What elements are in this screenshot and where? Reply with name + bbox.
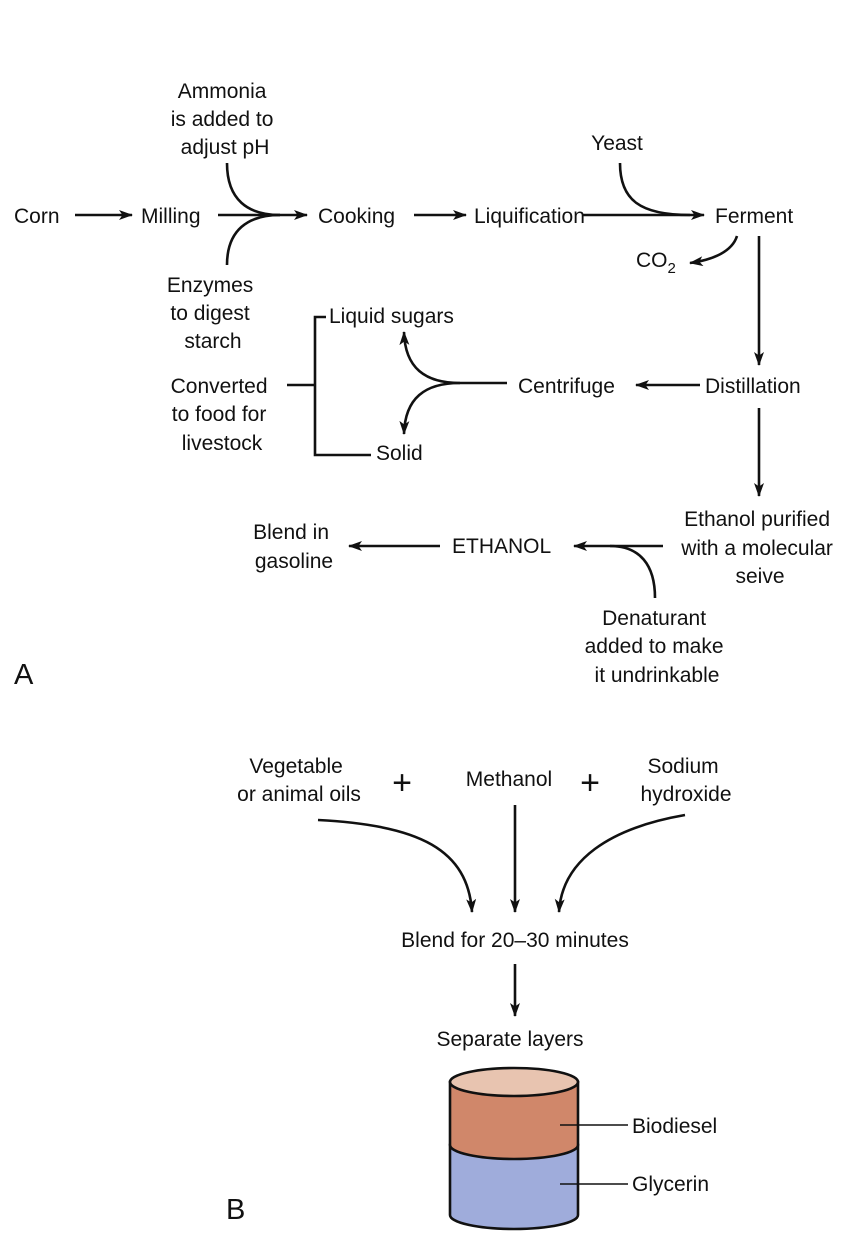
plus-sign-2: + xyxy=(580,764,600,802)
biodiesel-label: Biodiesel xyxy=(632,1115,717,1138)
co2-output: CO2 xyxy=(636,249,676,277)
arrow-denaturant-merge xyxy=(609,544,657,599)
solid-output: Solid xyxy=(376,442,423,465)
denaturant-input: Denaturant added to make it undrinkable xyxy=(585,607,730,687)
arrow-ammonia-merge xyxy=(225,162,281,217)
arrow-oils-to-blend xyxy=(317,818,477,913)
centrifuge-step: Centrifuge xyxy=(518,375,615,398)
blend-step: Blend for 20–30 minutes xyxy=(401,929,629,952)
sodium-hydroxide-input: Sodium hydroxide xyxy=(640,755,731,806)
liquification-step: Liquification xyxy=(474,205,585,228)
arrow-sodium-to-blend xyxy=(554,813,686,913)
oils-input: Vegetable or animal oils xyxy=(237,755,361,806)
arrow-ferment-to-co2 xyxy=(689,235,739,267)
arrow-centrifuge-to-solid xyxy=(399,381,461,435)
cooking-step: Cooking xyxy=(318,205,395,228)
bracket-sugars-solid xyxy=(313,315,371,457)
panel-b: B Vegetable or animal oils + Methanol + … xyxy=(226,755,732,1231)
glycerin-layer xyxy=(448,1143,580,1231)
glycerin-label: Glycerin xyxy=(632,1173,709,1196)
distillation-step: Distillation xyxy=(705,375,801,398)
panel-a: A Corn Milling Cooking Liquification Fer… xyxy=(14,80,839,691)
ammonia-input: Ammonia is added to adjust pH xyxy=(171,80,280,159)
livestock-output: Converted to food for livestock xyxy=(171,375,274,455)
container-top xyxy=(448,1066,580,1098)
arrow-yeast-merge xyxy=(618,162,691,217)
milling-step: Milling xyxy=(141,205,201,228)
liquid-sugars-output: Liquid sugars xyxy=(329,305,454,328)
enzymes-input: Enzymes to digest starch xyxy=(167,274,259,353)
methanol-input: Methanol xyxy=(466,768,552,791)
blend-gasoline-step: Blend in gasoline xyxy=(253,521,335,573)
ethanol-product: ETHANOL xyxy=(452,535,551,558)
ethanol-purified-step: Ethanol purified with a molecular seive xyxy=(680,508,839,588)
arrow-enzymes-merge xyxy=(225,213,281,266)
separate-step: Separate layers xyxy=(436,1028,583,1051)
panel-b-label: B xyxy=(226,1194,245,1226)
separation-container xyxy=(448,1066,580,1231)
arrow-centrifuge-to-liquid-sugars xyxy=(399,331,507,385)
ferment-step: Ferment xyxy=(715,205,793,228)
corn-step: Corn xyxy=(14,205,60,228)
biodiesel-layer xyxy=(448,1080,580,1161)
panel-a-label: A xyxy=(14,659,34,691)
plus-sign-1: + xyxy=(392,764,412,802)
yeast-input: Yeast xyxy=(591,132,643,155)
